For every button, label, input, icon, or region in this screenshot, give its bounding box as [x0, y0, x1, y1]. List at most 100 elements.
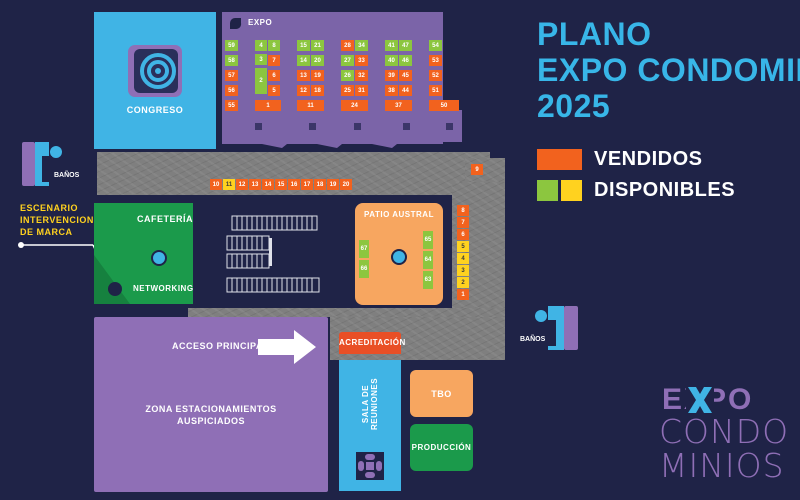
booth[interactable]: 64 — [423, 251, 433, 269]
booth[interactable]: 18 — [314, 179, 326, 190]
booth[interactable]: 39 — [385, 70, 398, 81]
stage-dot — [108, 282, 122, 296]
map-title-line1: PLANO — [537, 16, 652, 52]
tbo-area[interactable] — [410, 370, 473, 417]
booth[interactable]: 13 — [297, 70, 310, 81]
booth[interactable]: 27 — [341, 55, 354, 66]
booth[interactable]: 38 — [385, 85, 398, 96]
cafeteria-marker-circle — [151, 250, 167, 266]
booth[interactable]: 58 — [225, 55, 238, 66]
booth[interactable]: 20 — [311, 55, 324, 66]
booth[interactable]: 2 — [255, 68, 267, 94]
booth[interactable]: 54 — [429, 40, 442, 51]
booth[interactable]: 11 — [223, 179, 235, 190]
booth[interactable]: 37 — [385, 100, 412, 111]
legend-available-swatch-yellow — [561, 180, 582, 201]
booth[interactable]: 52 — [429, 70, 442, 81]
booth[interactable]: 50 — [429, 100, 459, 111]
booth[interactable]: 65 — [423, 231, 433, 249]
booth[interactable]: 1 — [457, 289, 469, 300]
booth[interactable]: 13 — [249, 179, 261, 190]
restroom-icon-right — [534, 306, 578, 350]
booth[interactable]: 15 — [297, 40, 310, 51]
patio-austral-label: PATIO AUSTRAL — [364, 210, 434, 219]
congreso-label: CONGRESO — [126, 105, 184, 115]
booth[interactable]: 7 — [268, 55, 280, 66]
booth[interactable]: 18 — [311, 85, 324, 96]
restroom-label-left: BAÑOS — [54, 172, 80, 179]
booth[interactable]: 17 — [301, 179, 313, 190]
booth[interactable]: 56 — [225, 85, 238, 96]
booth[interactable]: 14 — [262, 179, 274, 190]
booth[interactable]: 6 — [268, 70, 280, 81]
booth[interactable]: 3 — [255, 54, 267, 65]
booth[interactable]: 53 — [429, 55, 442, 66]
booth[interactable]: 6 — [457, 229, 469, 240]
booth[interactable]: 57 — [225, 70, 238, 81]
column-marker — [255, 123, 262, 130]
booth[interactable]: 31 — [355, 85, 368, 96]
booth[interactable]: 5 — [268, 85, 280, 96]
booth[interactable]: 40 — [385, 55, 398, 66]
booth[interactable]: 16 — [288, 179, 300, 190]
booth[interactable]: 46 — [399, 55, 412, 66]
legend-available-label: DISPONIBLES — [594, 179, 736, 201]
booth[interactable]: 41 — [385, 40, 398, 51]
booth[interactable]: 26 — [341, 70, 354, 81]
logo-x-mark — [686, 385, 714, 415]
booth[interactable]: 21 — [311, 40, 324, 51]
booth[interactable]: 4 — [255, 40, 267, 51]
legend-sold-label: VENDIDOS — [594, 148, 703, 170]
booth[interactable]: 34 — [355, 40, 368, 51]
booth[interactable]: 2 — [457, 277, 469, 288]
parking-zone-label-1: ZONA ESTACIONAMIENTOS — [145, 404, 277, 414]
booth[interactable]: 11 — [297, 100, 324, 111]
expo-hall-notch-row — [222, 140, 443, 148]
event-logo-line3: MINIOS — [659, 446, 785, 485]
booth[interactable]: 24 — [341, 100, 368, 111]
booth[interactable]: 32 — [355, 70, 368, 81]
restroom-label-right: BAÑOS — [520, 336, 546, 343]
entrance-arrow-icon — [258, 330, 316, 364]
booth[interactable]: 5 — [457, 241, 469, 252]
networking-label: NETWORKING — [133, 284, 194, 293]
cafeteria-corner — [94, 255, 130, 304]
production-label: PRODUCCIÓN — [411, 443, 472, 452]
booth[interactable]: 47 — [399, 40, 412, 51]
booth[interactable]: 12 — [236, 179, 248, 190]
booth[interactable]: 63 — [423, 271, 433, 289]
booth[interactable]: 19 — [311, 70, 324, 81]
meeting-room-icon — [356, 452, 384, 480]
booth[interactable]: 45 — [399, 70, 412, 81]
booth[interactable]: 14 — [297, 55, 310, 66]
booth[interactable]: 33 — [355, 55, 368, 66]
accreditation-desk[interactable] — [339, 332, 401, 354]
booth[interactable]: 9 — [471, 164, 483, 175]
stage-label-3: DE MARCA — [20, 227, 73, 237]
booth[interactable]: 4 — [457, 253, 469, 264]
booth[interactable]: 10 — [210, 179, 222, 190]
booth[interactable]: 66 — [359, 260, 369, 278]
booth[interactable]: 59 — [225, 40, 238, 51]
booth[interactable]: 8 — [457, 205, 469, 216]
booth[interactable]: 20 — [340, 179, 352, 190]
production-area[interactable] — [410, 424, 473, 471]
booth[interactable]: 8 — [268, 40, 280, 51]
booth[interactable]: 28 — [341, 40, 354, 51]
booth[interactable]: 44 — [399, 85, 412, 96]
booth[interactable]: 12 — [297, 85, 310, 96]
booth[interactable]: 67 — [359, 240, 369, 258]
booth[interactable]: 1 — [255, 100, 281, 111]
booth[interactable]: 19 — [327, 179, 339, 190]
column-marker — [403, 123, 410, 130]
booth[interactable]: 51 — [429, 85, 442, 96]
booth[interactable]: 55 — [225, 100, 238, 111]
booth[interactable]: 3 — [457, 265, 469, 276]
column-marker — [446, 123, 453, 130]
booth[interactable]: 25 — [341, 85, 354, 96]
booth[interactable]: 15 — [275, 179, 287, 190]
meeting-room-label: SALA DE REUNIONES — [361, 377, 379, 431]
stage-label-1: ESCENARIO — [20, 203, 79, 213]
booth[interactable]: 7 — [457, 217, 469, 228]
